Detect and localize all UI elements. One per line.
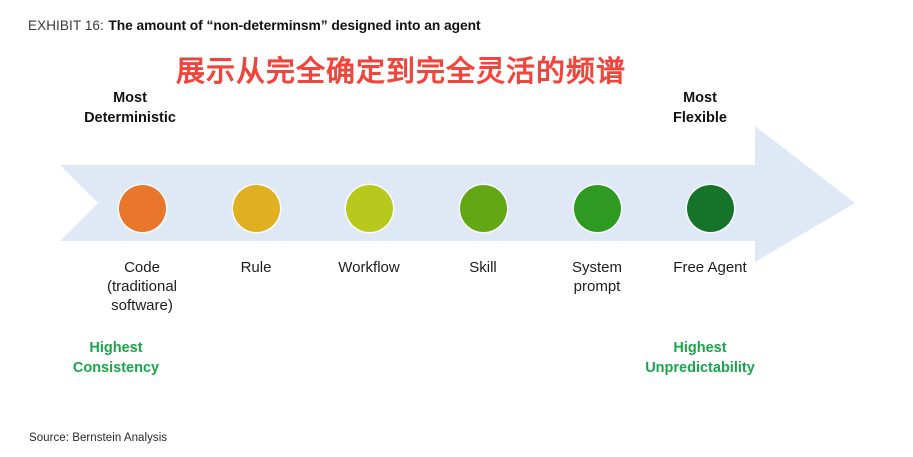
callout-left-line2: Consistency <box>72 360 160 376</box>
stage-label-code-line1: Code <box>124 259 160 276</box>
stage-dot-code[interactable] <box>118 184 166 232</box>
stage-label-workflow-line1: Workflow <box>338 259 400 276</box>
stage-label-rule: Rule <box>196 258 316 277</box>
stage-dot-system-prompt[interactable] <box>573 184 621 232</box>
exhibit-number-label: EXHIBIT 16: <box>28 18 104 33</box>
stage-label-rule-line1: Rule <box>240 259 272 276</box>
stage-label-system-prompt-line2: prompt <box>573 278 621 296</box>
stage-label-system-prompt: System prompt <box>537 258 657 296</box>
endpoint-label-most-flexible: Most Flexible <box>620 89 780 128</box>
stage-label-skill: Skill <box>423 258 543 277</box>
source-note: Source: Bernstein Analysis <box>29 432 168 444</box>
callout-left-line1: Highest <box>89 340 143 356</box>
endpoint-left-line2: Deterministic <box>84 109 176 126</box>
endpoint-right-line2: Flexible <box>673 109 727 126</box>
endpoint-label-most-deterministic: Most Deterministic <box>40 89 220 128</box>
spectrum-arrow-banner <box>60 126 855 262</box>
stage-label-workflow: Workflow <box>304 258 434 277</box>
callout-highest-unpredictability: Highest Unpredictability <box>600 338 800 378</box>
callout-right-line2: Unpredictability <box>645 360 755 376</box>
stage-label-code-line2: (traditional <box>106 278 178 296</box>
exhibit-header: EXHIBIT 16: The amount of “non-determins… <box>28 18 481 34</box>
callout-highest-consistency: Highest Consistency <box>30 338 202 378</box>
stage-dot-rule[interactable] <box>232 184 280 232</box>
stage-label-skill-line1: Skill <box>469 259 497 276</box>
stage-label-code-line3: software) <box>111 297 173 315</box>
stage-label-system-prompt-line1: System <box>571 259 622 276</box>
stage-label-free-agent: Free Agent <box>640 258 780 277</box>
annotation-chinese-text: 展示从完全确定到完全灵活的频谱 <box>176 54 627 88</box>
arrow-right-icon <box>60 126 855 262</box>
endpoint-right-line1: Most <box>683 90 717 106</box>
stage-label-free-agent-line1: Free Agent <box>673 259 747 276</box>
stage-dot-free-agent[interactable] <box>686 184 734 232</box>
endpoint-left-line1: Most <box>113 90 147 106</box>
stage-dot-workflow[interactable] <box>345 184 393 232</box>
callout-right-line1: Highest <box>673 340 727 356</box>
stage-dot-skill[interactable] <box>459 184 507 232</box>
exhibit-title: The amount of “non-determinsm” designed … <box>108 18 481 33</box>
